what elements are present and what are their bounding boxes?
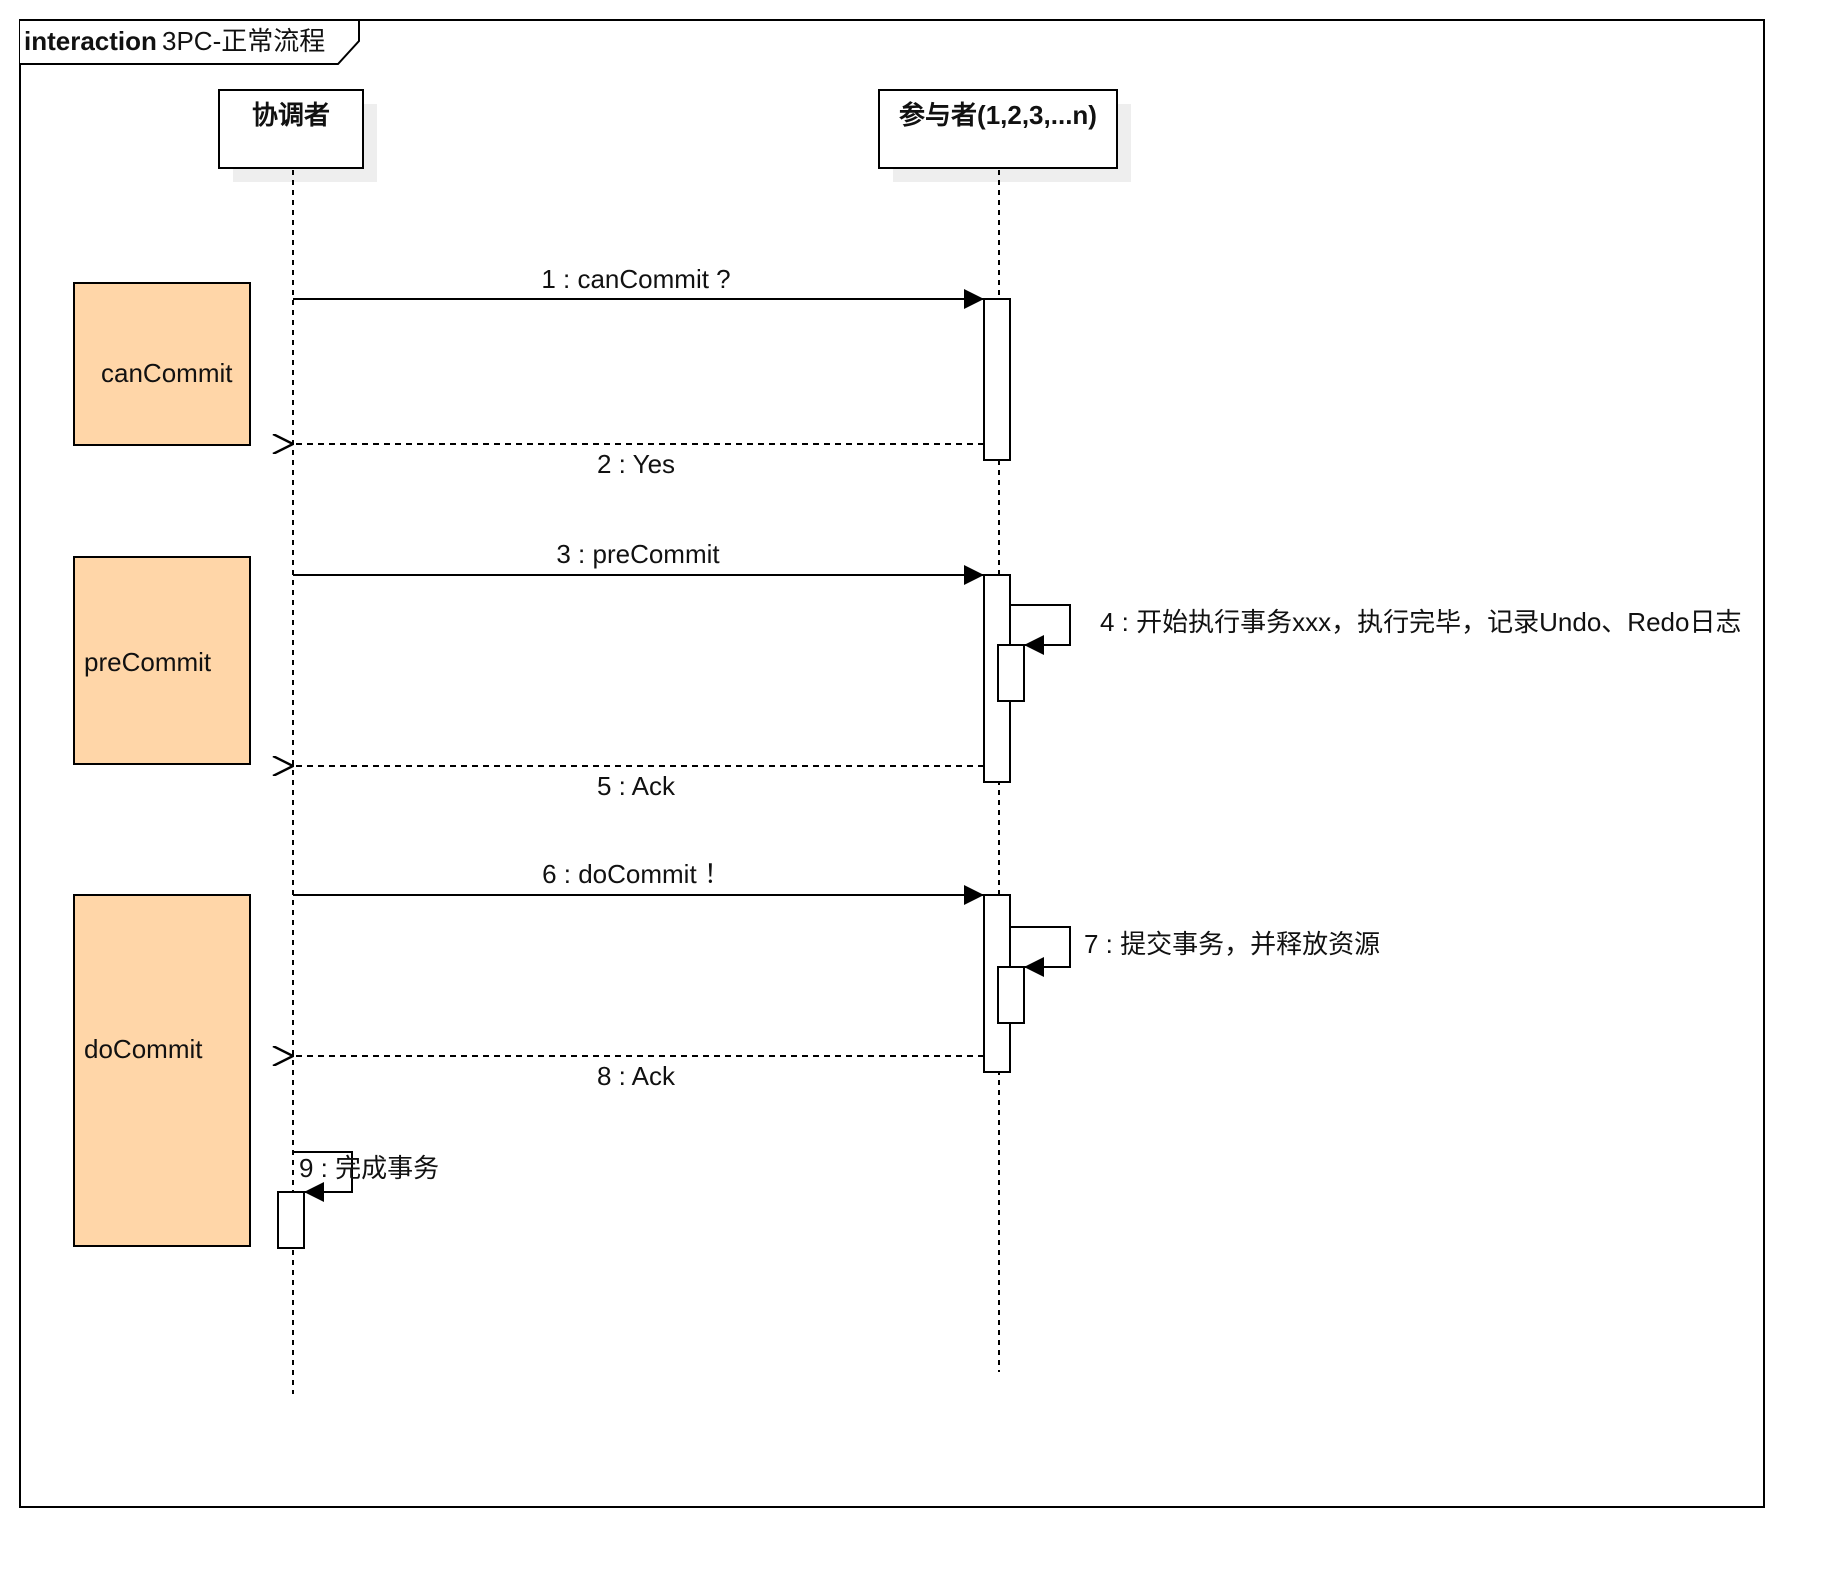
frame-name: 3PC-正常流程 [162, 26, 325, 56]
message-arrow-9 [293, 1151, 353, 1202]
frame-keyword: interaction [24, 26, 157, 56]
phase-label-cancommit: canCommit [101, 358, 233, 388]
message-label-1: 1 : canCommit ? [541, 264, 730, 294]
message-arrow-7 [1010, 926, 1071, 977]
message-label-8: 8 : Ack [597, 1061, 676, 1091]
message-label-5: 5 : Ack [597, 771, 676, 801]
activation-bar-self-4 [997, 644, 1025, 702]
phase-box-docommit [73, 894, 251, 1247]
message-label-6: 6 : doCommit ！ [542, 859, 730, 889]
activation-bar-self-9 [277, 1191, 305, 1249]
message-label-7: 7 : 提交事务，并释放资源 [1084, 929, 1380, 959]
phase-box-cancommit [73, 282, 251, 446]
activation-bar-self-7 [997, 966, 1025, 1024]
coordinator-head [218, 89, 364, 169]
interaction-frame [19, 19, 1765, 1508]
phase-label-precommit: preCommit [84, 647, 212, 677]
phase-box-precommit [73, 556, 251, 765]
participant-head [878, 89, 1118, 169]
participant-label: 参与者(1,2,3,...n) [899, 100, 1097, 130]
message-label-4: 4 : 开始执行事务xxx，执行完毕，记录Undo、Redo日志 [1100, 607, 1741, 637]
message-label-9: 9 : 完成事务 [299, 1153, 439, 1183]
message-label-3: 3 : preCommit [556, 539, 720, 569]
message-arrow-4 [1010, 604, 1071, 655]
frame-tab [20, 19, 360, 65]
message-label-2: 2 : Yes [597, 449, 675, 479]
coordinator-label: 协调者 [252, 100, 330, 130]
phase-label-docommit: doCommit [84, 1034, 203, 1064]
activation-bar-1 [983, 298, 1011, 461]
